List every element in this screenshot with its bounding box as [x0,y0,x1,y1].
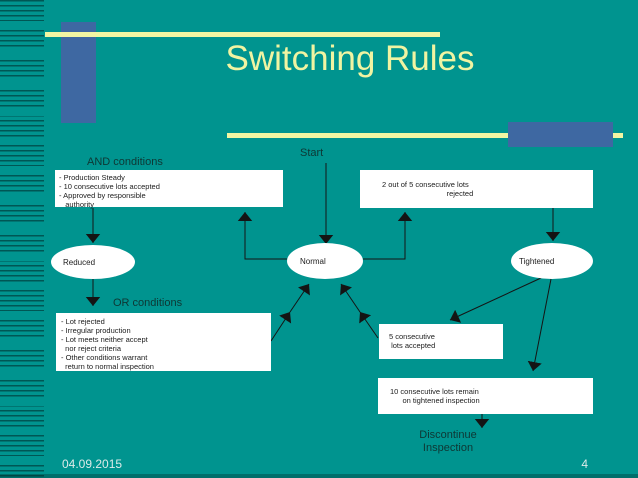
arrow-normal-to-and [237,212,287,260]
ten-consecutive-remain-box: 10 consecutive lots remain on tightened … [378,378,593,414]
blue-accent-bar-left [61,22,96,123]
arrow-normal-to-rejected [363,212,413,260]
title-underline-bottom [227,133,623,138]
slide-title: Switching Rules [225,39,475,78]
slide-page-number: 4 [581,457,588,471]
or-conditions-box: - Lot rejected - Irregular production - … [56,313,271,371]
arrow-tightened-to-five [449,277,542,323]
title-underline-top [45,32,440,37]
left-stripe-decoration [0,0,44,478]
start-label: Start [300,147,324,159]
two-of-five-rejected-box: 2 out of 5 consecutive lots rejected [360,170,593,208]
arrow-five-to-normal-seg1 [359,311,379,339]
blue-accent-bar-right [508,122,613,147]
bottom-edge-decoration [0,474,638,478]
arrow-tightened-to-ten [527,278,552,372]
arrow-or-to-normal-seg1 [270,311,292,342]
arrow-or-to-normal-seg2 [289,283,310,313]
and-conditions-box: - Production Steady - 10 consecutive lot… [55,170,283,209]
arrow-five-to-normal-seg2 [340,283,361,313]
normal-node: Normal [287,243,363,279]
discontinue-inspection-label: Discontinue Inspection [419,429,477,454]
tightened-node: Tightened [511,243,593,279]
or-conditions-label: OR conditions [113,297,183,309]
slide-date: 04.09.2015 [62,457,123,471]
and-conditions-label: AND conditions [87,156,163,168]
five-consecutive-accepted-box: 5 consecutive lots accepted [379,324,503,359]
reduced-node: Reduced [51,245,135,279]
